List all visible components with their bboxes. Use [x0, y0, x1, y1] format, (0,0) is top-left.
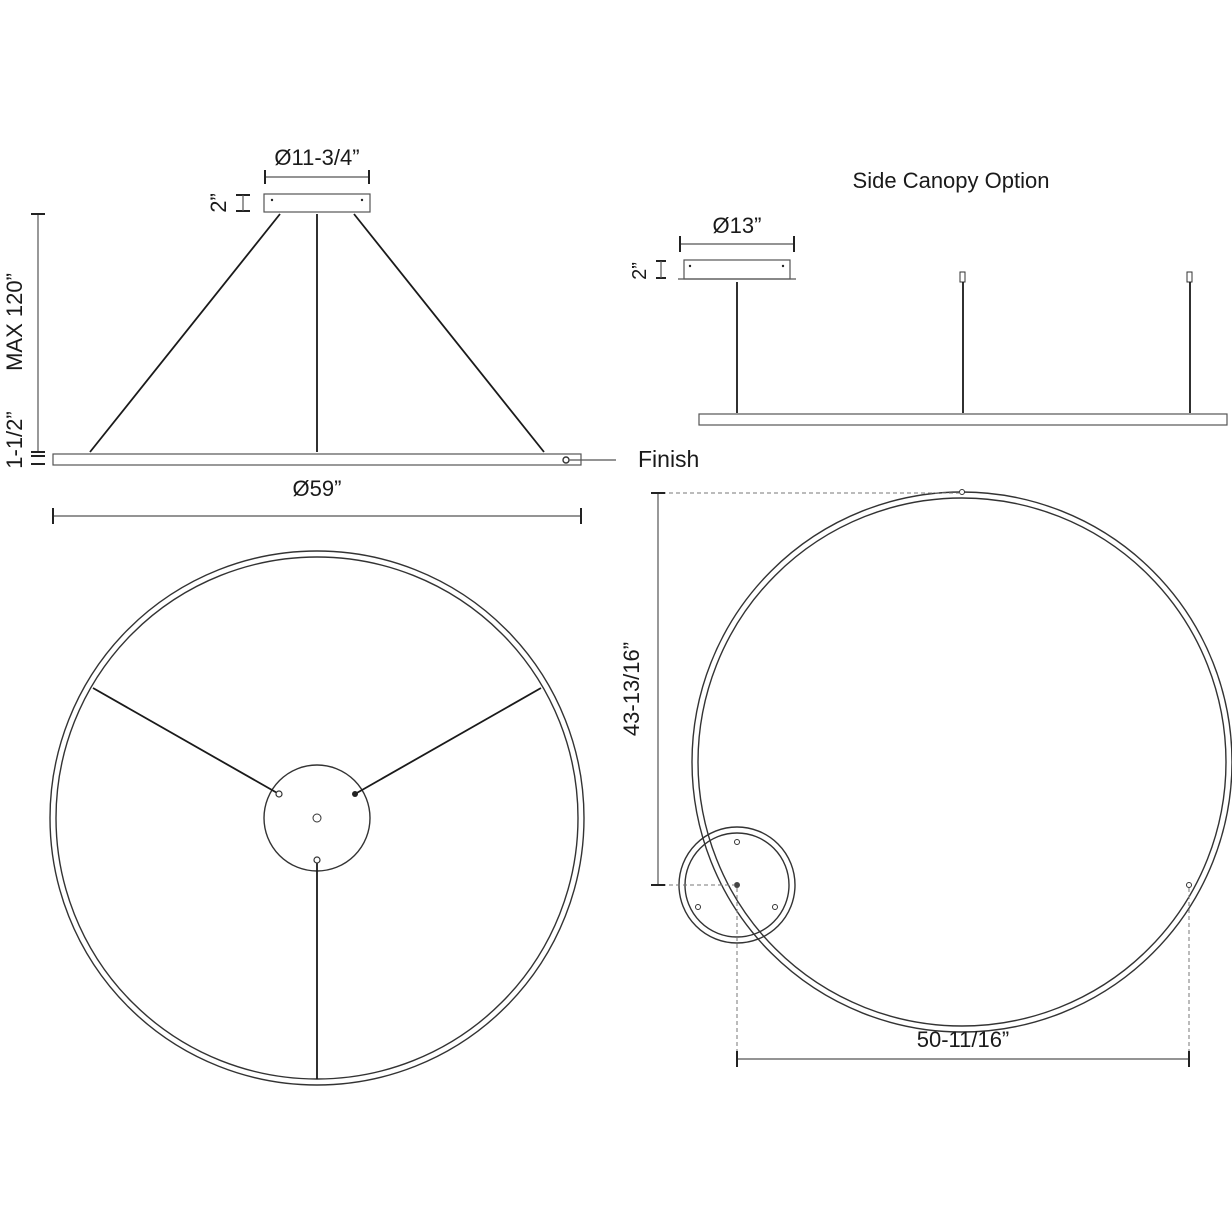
side-canopy-title: Side Canopy Option [853, 168, 1050, 193]
top-view-center [49, 550, 585, 1086]
front-elevation: Ø11-3/4” 2” Finish MAX 120” 1-1/2” Ø59” [2, 145, 699, 524]
canopy-diameter-label: Ø11-3/4” [274, 145, 359, 170]
side-canopy-elevation: Side Canopy Option Ø13” 2” [629, 168, 1228, 426]
canopy [263, 193, 371, 213]
top-view-side: 43-13/16” 50-11/16” [619, 489, 1232, 1067]
horizontal-offset-label: 50-11/16” [917, 1027, 1010, 1052]
ring-thickness-label: 1-1/2” [2, 411, 27, 468]
canopy-height-label: 2” [206, 193, 231, 213]
side-ring-profile [698, 413, 1228, 426]
side-canopy-height-label: 2” [629, 262, 651, 280]
ring-profile [52, 453, 582, 466]
side-canopy-diameter-label: Ø13” [713, 213, 762, 238]
vertical-offset-label: 43-13/16” [619, 642, 644, 736]
max-height-label: MAX 120” [2, 273, 27, 371]
finish-label: Finish [638, 446, 699, 472]
ring-diameter-label: Ø59” [293, 476, 342, 501]
cable-left [89, 213, 281, 453]
side-canopy [683, 259, 791, 280]
cable-right [353, 213, 545, 453]
